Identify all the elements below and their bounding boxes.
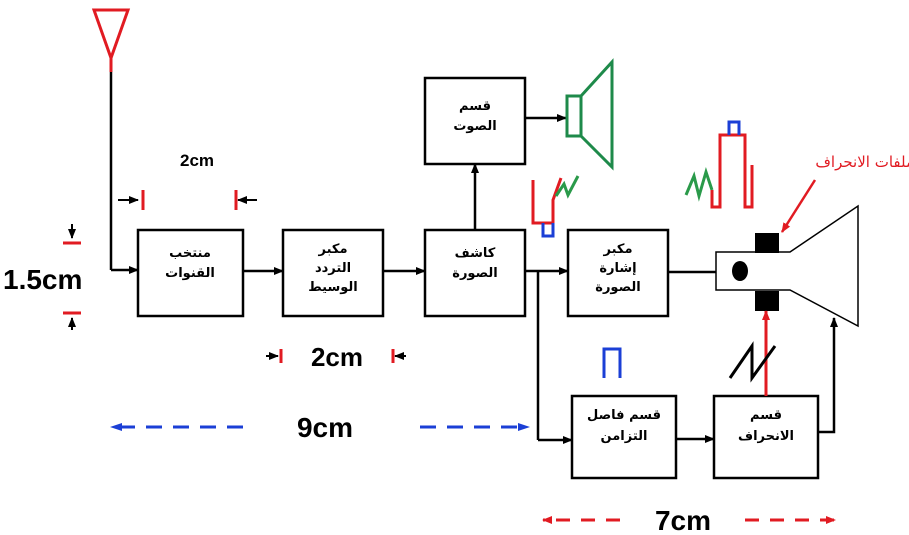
sync-separator-block: قسم فاصل التزامن [570,394,678,480]
sound-section-block: قسم الصوت [423,76,527,166]
block-height-label: 1.5cm [3,264,82,295]
if-amplifier-line-3: الوسيط [308,280,358,295]
if-amplifier-line-1: مكبر [317,242,347,257]
sawtooth-waveform-icon [728,341,777,383]
block-gap-label: 2cm [311,342,363,372]
channel-selector-block: منتخب القنوات [136,228,245,318]
video-amplifier-line-2: إشارة [599,261,636,276]
deflection-section-line-2: الانحراف [738,429,794,444]
video-amplifier-line-3: الصورة [595,280,640,295]
deflection-coils-pointer-arrow [780,179,817,233]
deflection-section-block: قسم الانحراف [712,394,820,480]
total-width-label: 9cm [297,412,353,443]
video-signal-waveform-icon [531,175,580,238]
antenna-icon [91,8,131,270]
channel-selector-line-2: القنوات [165,266,215,281]
sync-separator-line-2: التزامن [601,429,648,444]
video-detector-block: كاشف الصورة [423,228,527,318]
gap-dimension-label: 2cm [180,151,214,170]
video-amplifier-block: مكبر إشارة الصورة [566,228,670,318]
sound-section-line-1: قسم [459,99,491,114]
video-detector-line-1: كاشف [455,246,496,261]
sync-pulse-waveform-icon [602,347,622,378]
channel-selector-line-1: منتخب [169,246,211,261]
amplified-signal-waveform-icon [684,120,754,209]
sound-section-line-2: الصوت [453,119,496,134]
if-amplifier-block: مكبر التردد الوسيط [281,228,385,318]
block-height-dimension: 1.5cm [3,224,82,330]
speaker-icon [565,58,614,171]
deflection-to-tube-arrow [818,317,838,434]
video-detector-line-2: الصورة [452,266,497,281]
gap-dimension: 2cm [118,151,257,210]
video-amplifier-line-1: مكبر [602,242,632,257]
deflection-coils-label: ملفات الانحراف [815,153,909,171]
deflection-section-line-1: قسم [750,408,782,423]
sync-separator-line-1: قسم فاصل [587,408,661,423]
lower-width-label: 7cm [655,505,711,535]
picture-tube-icon [715,204,859,328]
total-width-dimension: 9cm [110,412,530,443]
lower-width-dimension: 7cm [542,505,836,535]
block-gap-dimension: 2cm [266,342,406,372]
if-amplifier-line-2: التردد [315,261,351,276]
